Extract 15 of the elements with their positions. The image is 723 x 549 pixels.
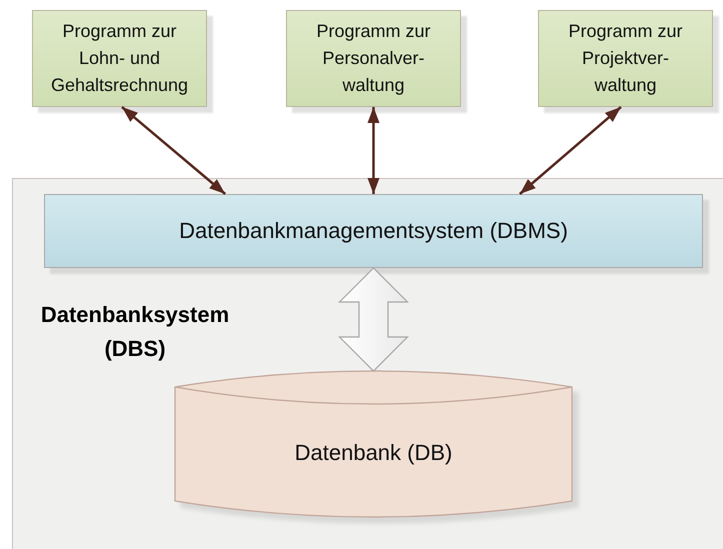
double-arrow [121,106,226,195]
program-box [286,10,461,107]
panel-heading: Datenbanksystem (DBS) [40,301,230,363]
program-box [538,10,713,107]
dbms-label: Datenbankmanagementsystem (DBMS) [179,217,568,245]
program-box [32,10,207,107]
program-label: Programm zur Lohn- und Gehaltsrechnung [50,20,190,97]
dbms-box [44,194,703,268]
double-arrow [518,106,622,195]
system-panel [12,178,723,549]
double-block-arrow [338,267,409,372]
database-label: Datenbank (DB) [294,438,452,466]
double-arrow [368,107,380,194]
program-label: Programm zur Personalver- waltung [315,20,432,97]
program-label: Programm zur Projektver- waltung [567,20,684,97]
